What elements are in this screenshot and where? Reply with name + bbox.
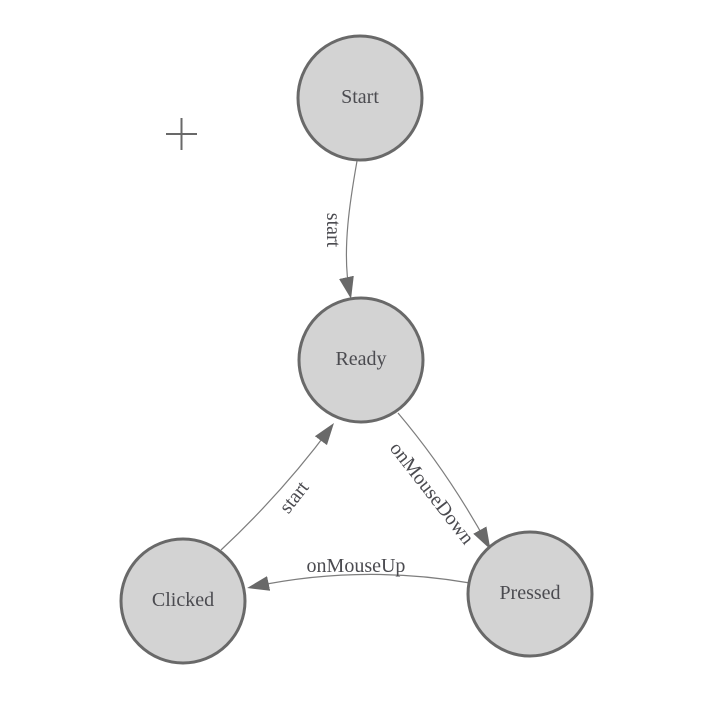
node-ready-label: Ready: [335, 348, 386, 370]
edge-label-start-vertical: start: [322, 213, 344, 248]
node-start-circle[interactable]: [296, 34, 424, 162]
node-pressed-label: Pressed: [499, 582, 560, 604]
edge-clicked-to-ready[interactable]: [220, 422, 334, 551]
node-clicked-label: Clicked: [152, 589, 214, 611]
node-clicked[interactable]: Clicked: [119, 537, 247, 665]
node-start[interactable]: Start: [296, 34, 424, 162]
node-pressed[interactable]: Pressed: [466, 530, 594, 658]
edge-label-start-diagonal: start: [275, 477, 314, 518]
edge-pressed-to-clicked[interactable]: [247, 573, 471, 591]
node-clicked-circle[interactable]: [119, 537, 247, 665]
node-ready-circle[interactable]: [297, 296, 425, 424]
edge-label-onmouseup: onMouseUp: [307, 555, 406, 577]
edge-ready-to-pressed[interactable]: [397, 412, 491, 550]
edge-label-onmousedown: onMouseDown: [385, 438, 478, 549]
node-pressed-circle[interactable]: [466, 530, 594, 658]
edge-start-to-ready[interactable]: [339, 160, 358, 299]
crosshair-icon: [166, 118, 197, 150]
node-start-label: Start: [341, 86, 379, 108]
node-ready[interactable]: Ready: [297, 296, 425, 424]
